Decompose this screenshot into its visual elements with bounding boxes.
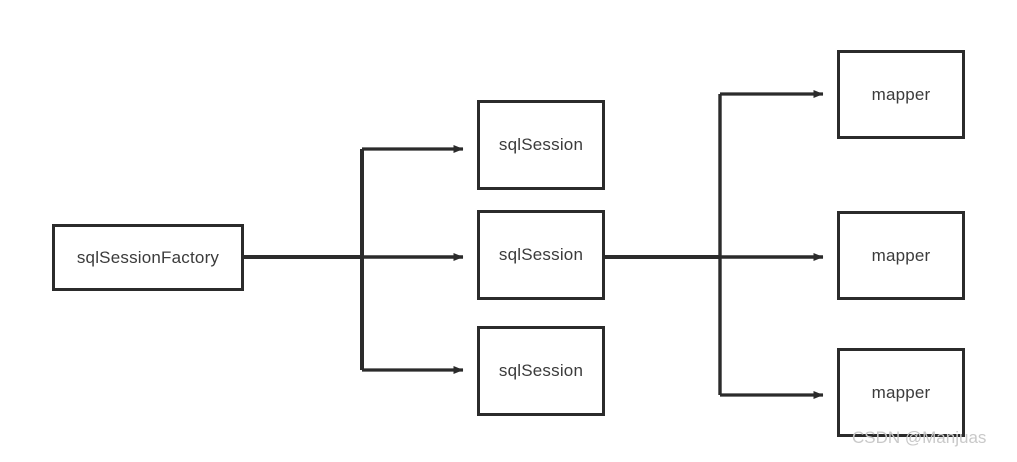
node-mapper-middle[interactable]: mapper [837, 211, 965, 300]
node-sql-session-middle[interactable]: sqlSession [477, 210, 605, 300]
node-label: sqlSession [498, 135, 584, 154]
node-mapper-bottom[interactable]: mapper [837, 348, 965, 437]
node-label: sqlSessionFactory [76, 247, 220, 267]
node-label: mapper [871, 245, 931, 265]
node-label: mapper [871, 84, 931, 104]
node-sql-session-bottom[interactable]: sqlSession [477, 326, 605, 416]
node-sql-session-factory[interactable]: sqlSessionFactory [52, 224, 244, 291]
node-label: mapper [871, 382, 931, 402]
node-sql-session-top[interactable]: sqlSession [477, 100, 605, 190]
node-label: sqlSession [498, 245, 584, 264]
node-label: sqlSession [498, 361, 584, 380]
node-mapper-top[interactable]: mapper [837, 50, 965, 139]
